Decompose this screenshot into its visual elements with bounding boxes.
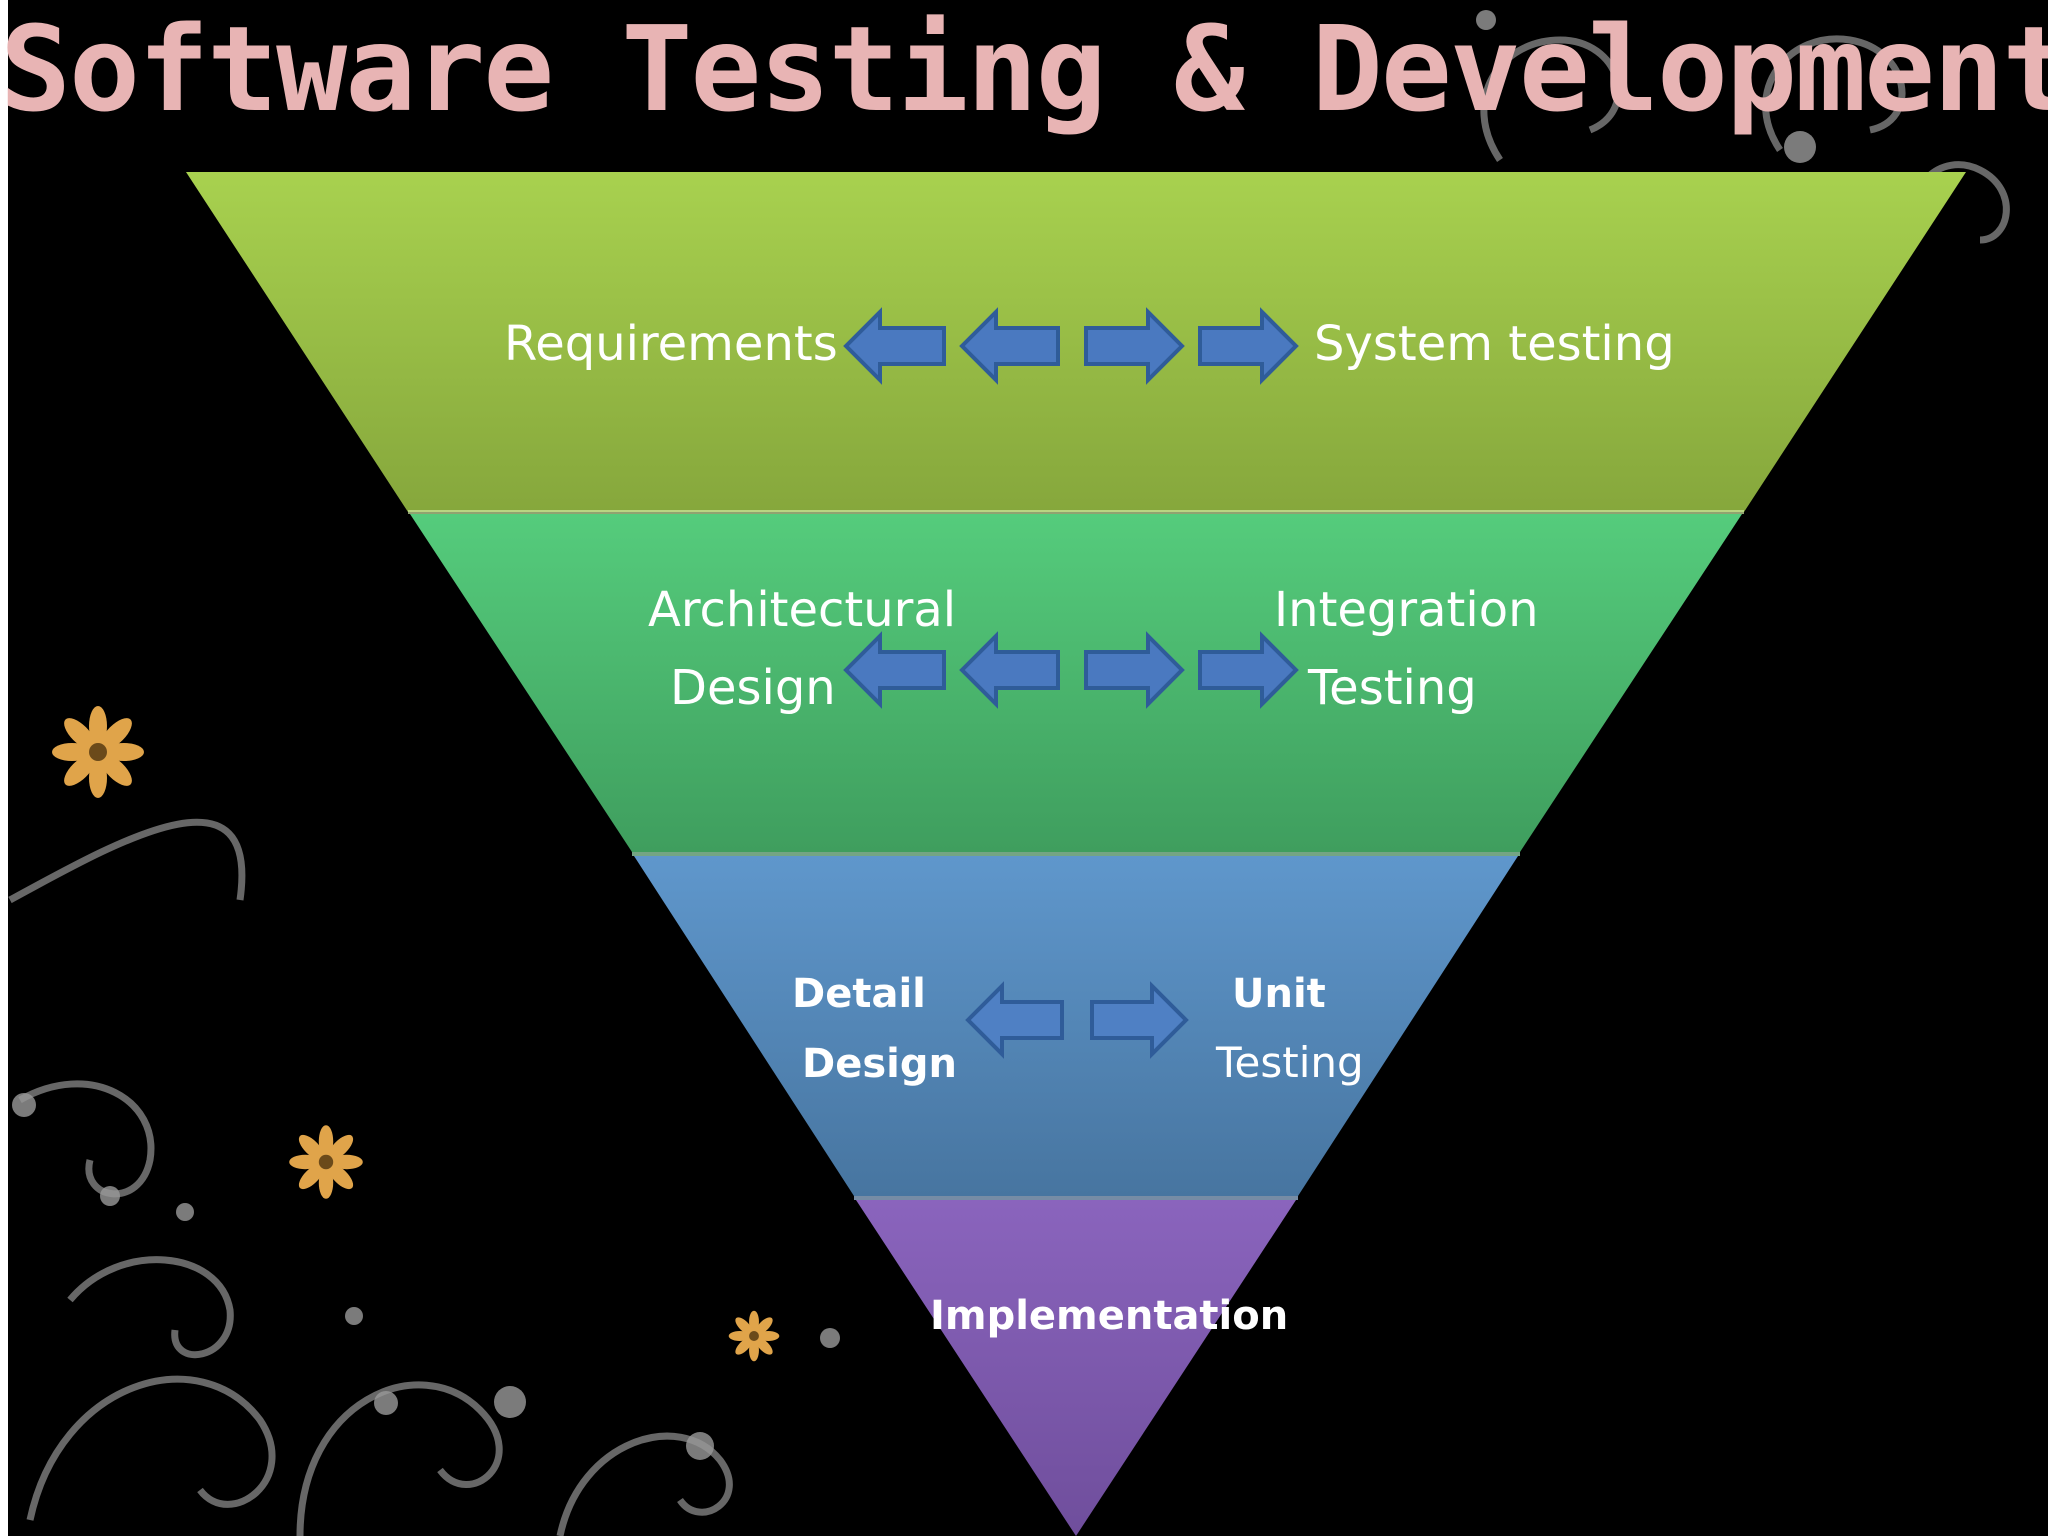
integration-testing-label-line1: Integration (1274, 582, 1539, 638)
architectural-design-label-line1: Architectural (648, 582, 957, 638)
arrow-left-icon (843, 307, 946, 385)
arrow-left-icon (843, 631, 946, 709)
level-2-band (410, 514, 1742, 852)
swirl-dots (12, 10, 1945, 1460)
architectural-design-label-line2: Design (670, 660, 836, 716)
system-testing-label: System testing (1314, 316, 1675, 372)
arrow-right-icon (1084, 307, 1185, 385)
detail-design-label-line1: Detail (792, 971, 926, 1017)
unit-testing-label-line1: Unit (1232, 971, 1326, 1017)
level-1-band (186, 172, 1966, 512)
detail-design-label-line2: Design (802, 1041, 957, 1087)
slide-title: Software Testing & Development Life (0, 0, 2048, 138)
arrow-left-icon (959, 307, 1060, 385)
requirements-label: Requirements (504, 316, 838, 372)
level-4-band (856, 1200, 1296, 1536)
arrow-right-icon (1084, 631, 1185, 709)
arrow-right-icon (1198, 631, 1299, 709)
arrow-left-icon (965, 981, 1064, 1059)
arrow-right-icon (1198, 307, 1299, 385)
unit-testing-label-line2: Testing (1216, 1038, 1364, 1087)
level-3-band (634, 856, 1518, 1196)
implementation-label: Implementation (930, 1293, 1289, 1339)
flower-ornament (52, 706, 780, 1362)
slide-edge (0, 0, 8, 1536)
arrow-left-icon (959, 631, 1060, 709)
integration-testing-label-line2: Testing (1308, 660, 1477, 716)
arrow-right-icon (1090, 981, 1189, 1059)
